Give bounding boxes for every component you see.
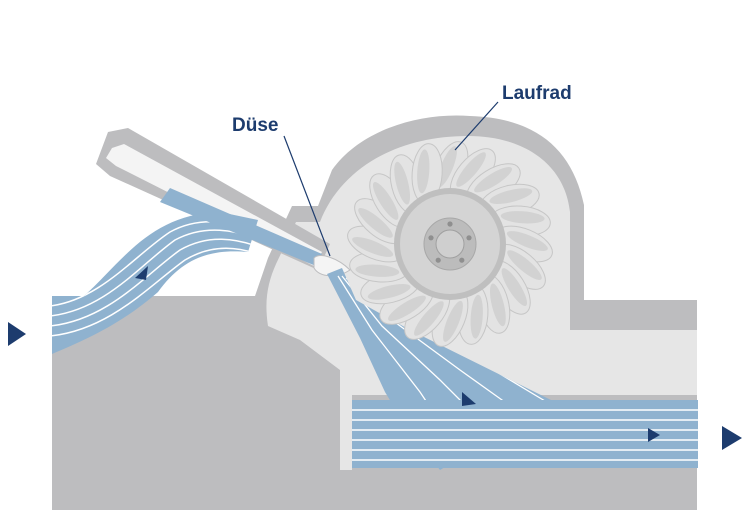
- inflow-arrow-left: [8, 322, 26, 346]
- outflow-arrow-right: [722, 426, 742, 450]
- tailrace-flow-arrow: [648, 428, 660, 442]
- runner-bucket: [411, 143, 443, 205]
- runner-blades: [347, 141, 553, 347]
- nozzle-water-jet: [160, 188, 322, 266]
- runner-wheel: [347, 141, 553, 347]
- hub-bolts: [428, 221, 472, 263]
- hub-bolt: [428, 235, 434, 241]
- hub-bolt: [466, 235, 472, 241]
- hub-bolt: [447, 221, 453, 227]
- outflow-arrow: [462, 392, 476, 406]
- runner-hub-center: [435, 229, 465, 259]
- nozzle-leader-line: [283, 135, 331, 257]
- nozzle-label: Düse: [232, 115, 278, 136]
- hub-bolt: [459, 257, 465, 263]
- runner-leader-line: [454, 101, 499, 151]
- runner-label: Laufrad: [502, 83, 572, 104]
- hub-bolt: [435, 257, 441, 263]
- inlet-flow-arrow: [135, 266, 148, 280]
- tailrace-water: [352, 400, 698, 468]
